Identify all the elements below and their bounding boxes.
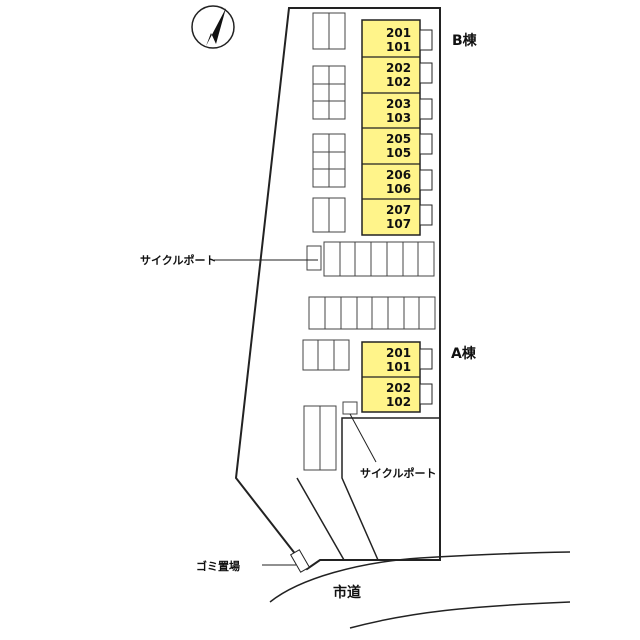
city-road-north-edge [269,551,571,603]
unit-106: 106 [386,182,411,196]
unit-203: 203 [386,97,411,111]
unit-102: 102 [386,75,411,89]
unit-207: 207 [386,203,411,217]
garbage-label: ゴミ置場 [196,559,240,573]
building-b-label: B棟 [452,32,478,49]
driveway-edge [341,417,440,561]
cycle-port-lower-label: サイクルポート [360,466,436,480]
garbage-station [289,549,311,573]
city-road-label: 市道 [333,584,361,601]
building-b: 201 101 202 102 203 103 205 105 206 106 … [361,19,433,236]
north-arrow-icon [191,5,235,49]
unit-201: 201 [386,26,411,40]
cycle-port-lower [342,401,358,415]
unit-105: 105 [386,146,411,160]
unit-101: 101 [386,40,411,54]
unit-205: 205 [386,132,411,146]
unit-a-102: 102 [386,395,411,409]
cycle-port-lower-leader [349,413,377,463]
parking-b [312,12,346,233]
site-boundary [234,7,441,571]
unit-103: 103 [386,111,411,125]
unit-206: 206 [386,168,411,182]
building-a-label: A棟 [451,345,477,362]
parking-a [302,339,350,471]
unit-a-101: 101 [386,360,411,374]
unit-202: 202 [386,61,411,75]
cycle-port-upper-label: サイクルポート [140,253,216,267]
unit-a-201: 201 [386,346,411,360]
unit-107: 107 [386,217,411,231]
cycle-port-upper [306,241,435,277]
driveway-edge-left [296,477,345,561]
city-road-south-edge [349,601,571,629]
unit-a-202: 202 [386,381,411,395]
parking-middle [308,296,436,330]
building-a: 201 101 202 102 [361,341,433,413]
